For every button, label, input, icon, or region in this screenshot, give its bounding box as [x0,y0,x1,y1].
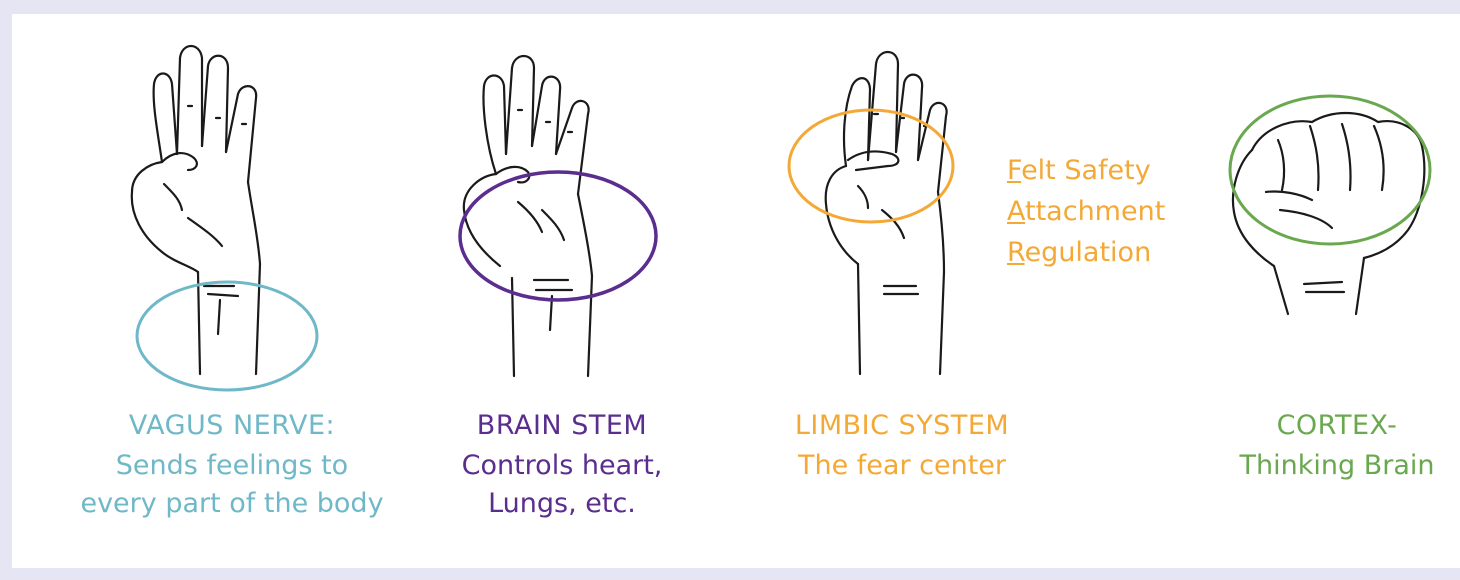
acronym-rest: elt Safety [1021,155,1151,186]
panel-description: Sends feelings to every part of the body [72,447,392,523]
acronym-rest: egulation [1025,237,1152,268]
cortex-highlight-circle [1230,96,1430,244]
acronym-initial: F [1007,155,1021,186]
open-hand-icon [132,46,260,374]
vagus-nerve-highlight-circle [137,282,317,390]
acronym-line: Attachment [1007,191,1165,232]
hand-thumb-folded-icon [826,52,947,374]
felt-safety-acronym: Felt Safety Attachment Regulation [1007,150,1165,273]
acronym-line: Regulation [1007,232,1165,273]
description-line: Lungs, etc. [432,485,692,523]
description-line: The fear center [752,447,1052,485]
panel-description: Thinking Brain [1217,447,1457,485]
vagus-nerve-label: VAGUS NERVE: Sends feelings to every par… [72,410,392,523]
open-hand-icon [464,56,592,376]
description-line: Controls heart, [432,447,692,485]
panel-title: CORTEX- [1217,410,1457,441]
panel-title: BRAIN STEM [432,410,692,441]
limbic-system-label: LIMBIC SYSTEM The fear center [752,410,1052,485]
acronym-rest: ttachment [1025,196,1165,227]
acronym-initial: R [1007,237,1025,268]
description-line: Sends feelings to [72,447,392,485]
acronym-line: Felt Safety [1007,150,1165,191]
panel-title: LIMBIC SYSTEM [752,410,1052,441]
panel-title: VAGUS NERVE: [72,410,392,441]
acronym-initial: A [1007,196,1025,227]
description-line: Thinking Brain [1217,447,1457,485]
description-line: every part of the body [72,485,392,523]
cortex-label: CORTEX- Thinking Brain [1217,410,1457,485]
panel-description: The fear center [752,447,1052,485]
brain-stem-label: BRAIN STEM Controls heart, Lungs, etc. [432,410,692,523]
panel-description: Controls heart, Lungs, etc. [432,447,692,523]
fist-icon [1233,113,1424,314]
diagram-frame: VAGUS NERVE: Sends feelings to every par… [12,14,1460,568]
